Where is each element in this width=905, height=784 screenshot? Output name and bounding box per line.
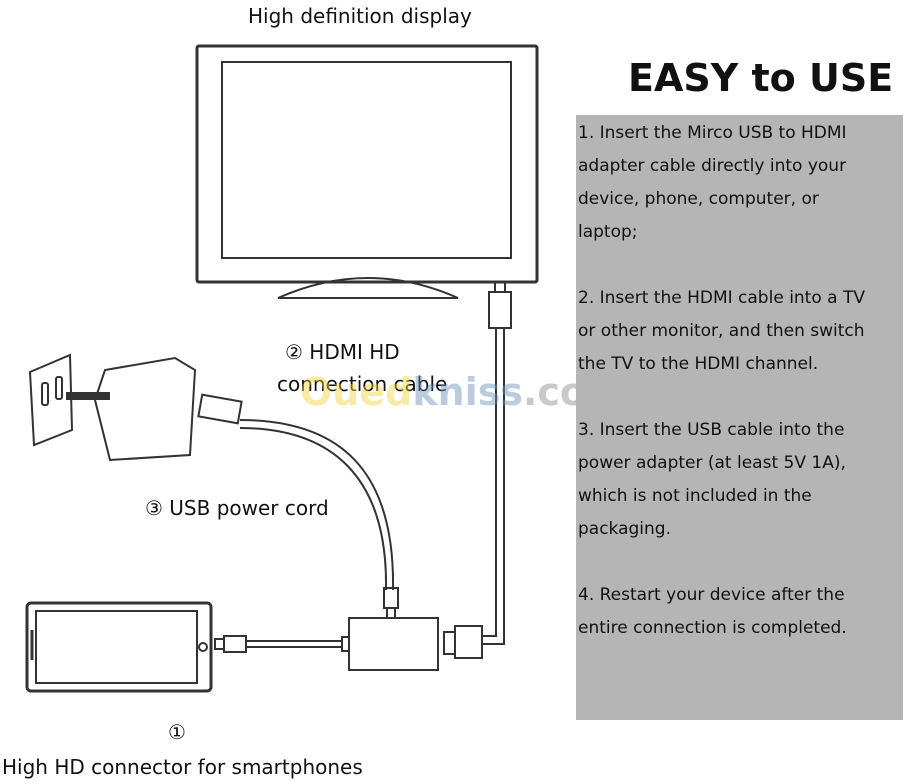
instructions-title: EASY to USE [628, 56, 894, 100]
hdmi-cable-label: ② HDMI HD [285, 340, 400, 364]
hdmi-cable [443, 282, 512, 659]
lightning-cable [214, 635, 342, 653]
usb-power-cord-label: ③ USB power cord [145, 496, 329, 520]
adapter-box-icon [341, 617, 439, 671]
phone-connector-label: High HD connector for smartphones [2, 755, 363, 779]
phone-marker: ① [168, 720, 186, 744]
hdmi-cable-label-line2: connection cable [277, 372, 448, 396]
tv-icon [195, 44, 539, 299]
power-adapter-icon [93, 356, 243, 462]
smartphone-icon [25, 601, 213, 693]
display-label: High definition display [248, 4, 472, 28]
usb-power-cord [239, 419, 399, 619]
wall-outlet-icon [28, 353, 110, 447]
